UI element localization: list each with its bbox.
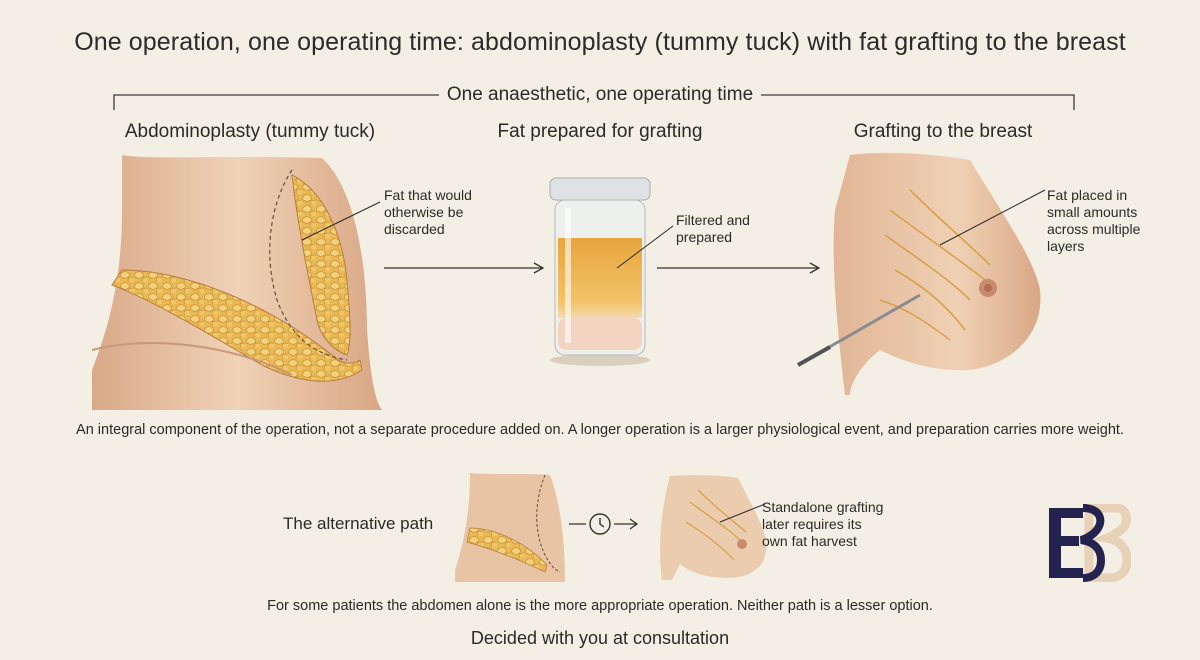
- alt-abdomen-illustration: [455, 473, 565, 582]
- jar-leader-line: [616, 225, 674, 269]
- arrow-right-icon: [657, 262, 821, 274]
- stage-title-fat-prepared: Fat prepared for grafting: [497, 121, 703, 142]
- jar-note: Filtered and prepared: [676, 212, 750, 246]
- alternative-path-note: For some patients the abdomen alone is t…: [267, 598, 933, 614]
- fat-jar-illustration: [549, 177, 651, 366]
- abdomen-illustration: [92, 155, 382, 410]
- stage-title-abdominoplasty: Abdominoplasty (tummy tuck): [124, 121, 376, 142]
- arrow-right-icon: [384, 262, 545, 274]
- bracket-label: One anaesthetic, one operating time: [0, 84, 1200, 106]
- abdomen-note-line: Fat that would: [384, 187, 472, 203]
- breast-note-line: Fat placed in: [1047, 187, 1128, 203]
- abdomen-note-line: otherwise be: [384, 204, 464, 220]
- breast-illustration: [797, 152, 1046, 395]
- alternative-note: Standalone grafting later requires its o…: [762, 499, 883, 550]
- stage-title-grafting: Grafting to the breast: [853, 121, 1033, 142]
- logo-icon: [1049, 504, 1131, 582]
- breast-note-line: across multiple: [1047, 221, 1141, 237]
- breast-note-line: small amounts: [1047, 204, 1138, 220]
- abdomen-note: Fat that would otherwise be discarded: [384, 187, 472, 238]
- alt-breast-illustration: [660, 475, 767, 580]
- alternative-path-label: The alternative path: [283, 514, 434, 533]
- alternative-note-line: own fat harvest: [762, 533, 857, 549]
- integral-note: An integral component of the operation, …: [76, 422, 1124, 438]
- breast-note: Fat placed in small amounts across multi…: [1047, 187, 1140, 255]
- jar-note-line: prepared: [676, 229, 733, 245]
- jar-note-line: Filtered and: [676, 212, 750, 228]
- breast-note-line: layers: [1047, 238, 1085, 254]
- page-title: One operation, one operating time: abdom…: [74, 28, 1126, 56]
- closing-statement: Decided with you at consultation: [470, 628, 730, 648]
- abdomen-note-line: discarded: [384, 221, 445, 237]
- bracket-label-text: One anaesthetic, one operating time: [438, 84, 762, 105]
- alternative-note-line: later requires its: [762, 516, 862, 532]
- alternative-note-line: Standalone grafting: [762, 499, 884, 515]
- clock-icon: [569, 513, 639, 535]
